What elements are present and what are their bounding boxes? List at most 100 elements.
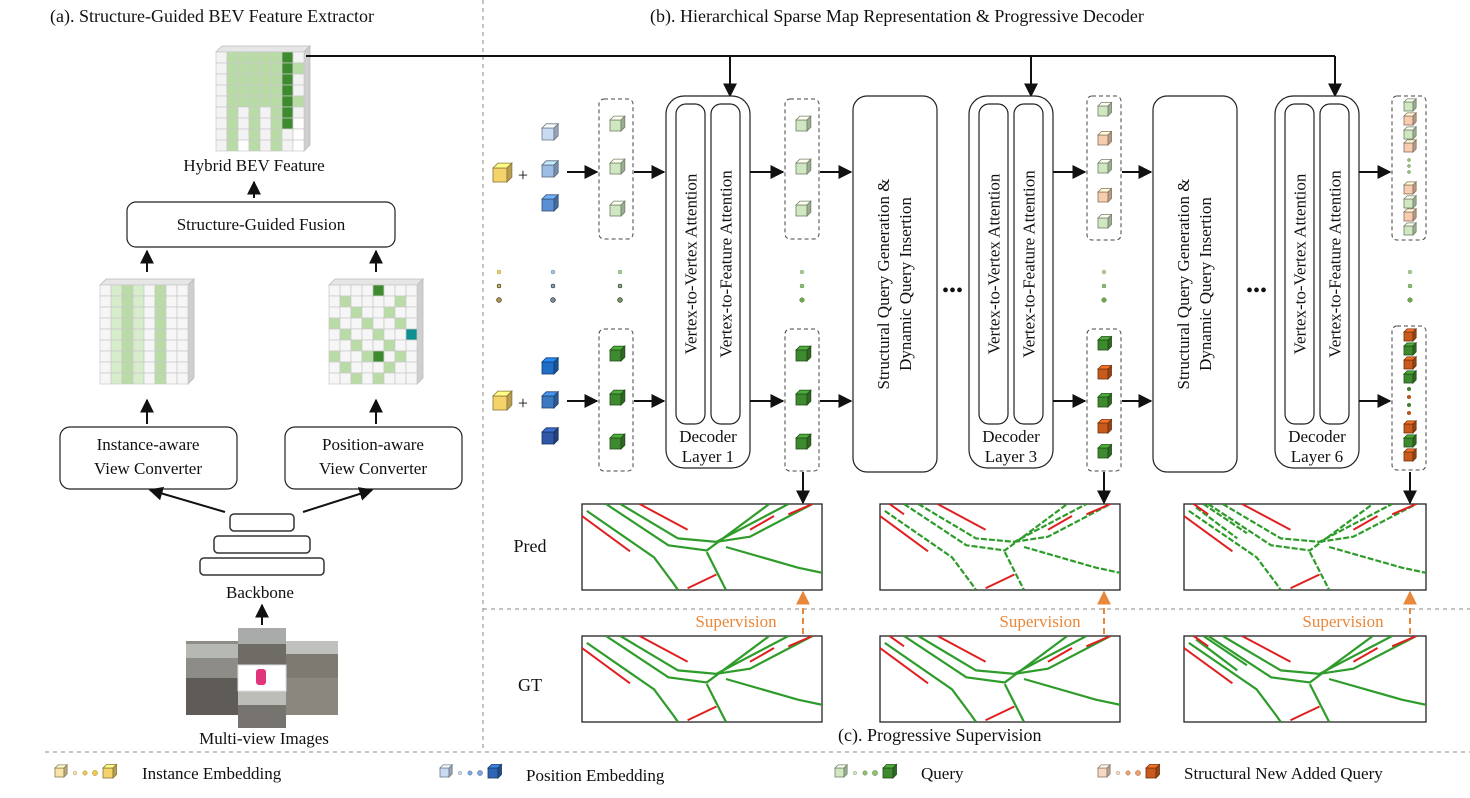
road-edge-green (716, 636, 813, 675)
grid-top-face (99, 278, 195, 286)
road-edge-green (586, 509, 679, 590)
grid-cell (383, 295, 396, 308)
grid-cell (154, 339, 167, 352)
grid-cell (215, 128, 228, 141)
cube (795, 345, 812, 362)
decoder-layer-number: Layer 6 (1291, 447, 1343, 466)
section-a-title: (a). Structure-Guided BEV Feature Extrac… (50, 6, 374, 27)
grid-cell (110, 350, 123, 363)
grid-cell (361, 339, 374, 352)
map-panel (581, 503, 823, 591)
grid-cell (110, 284, 123, 297)
road-edge-green (884, 641, 977, 722)
backbone-stack (199, 513, 325, 576)
cube (609, 200, 626, 217)
road-edge-green (1319, 636, 1417, 675)
grid-cell (270, 117, 283, 130)
grid-cell (165, 328, 178, 341)
grid-cell (226, 62, 239, 75)
section-b-title: (b). Hierarchical Sparse Map Representat… (650, 6, 1144, 27)
grid-cell (226, 84, 239, 97)
dot (617, 297, 623, 303)
cube (1097, 418, 1113, 434)
grid-cell (215, 51, 228, 64)
grid-cell (281, 51, 294, 64)
grid-cell (143, 350, 156, 363)
dot (1101, 297, 1107, 303)
plus-sign: + (518, 165, 528, 185)
grid-cell (165, 350, 178, 363)
grid-cell (270, 95, 283, 108)
dot (496, 297, 502, 303)
structural-query-label-1: Structural Query Generation & (1174, 178, 1193, 389)
road-edge-green (1319, 504, 1417, 543)
v2f-attention-box (710, 103, 741, 425)
grid-cell (372, 350, 385, 363)
grid-cell (176, 372, 189, 385)
structural-query-label-2: Dynamic Query Insertion (896, 197, 915, 371)
grid-cell (237, 128, 250, 141)
cube (1097, 364, 1113, 380)
grid-cell (259, 117, 272, 130)
grid-cell (292, 106, 305, 119)
grid-cell (339, 295, 352, 308)
dot (1406, 410, 1412, 416)
ellipsis: ••• (1246, 280, 1267, 302)
instance-converter-line1: Instance-aware (97, 435, 200, 454)
dot (1407, 164, 1411, 168)
lane-divider-red (1086, 636, 1111, 648)
v2f-attention-box (1013, 103, 1044, 425)
grid-cell (405, 306, 418, 319)
road-edge-green (917, 636, 1087, 675)
grid-cell (132, 306, 145, 319)
dot (550, 269, 556, 275)
cube (1097, 158, 1113, 174)
grid-cell (394, 328, 407, 341)
grid-cell (215, 117, 228, 130)
road-edge-green (1023, 677, 1120, 706)
grid-cell (394, 317, 407, 330)
grid-cell (248, 62, 261, 75)
grid-cell (361, 372, 374, 385)
map-panel (581, 635, 823, 723)
grid-cell (110, 361, 123, 374)
dot (799, 283, 805, 289)
cube (1097, 443, 1113, 459)
grid-cell (154, 284, 167, 297)
grid-cell (143, 339, 156, 352)
road-edge-green (917, 504, 1087, 543)
dot (457, 770, 463, 776)
grid-cell (165, 317, 178, 330)
cube (1097, 101, 1113, 117)
grid-cell (350, 317, 363, 330)
grid-cell (248, 139, 261, 152)
grid-cell (292, 84, 305, 97)
road-edge-green (1003, 551, 1025, 590)
grid-cell (165, 372, 178, 385)
cube (1403, 341, 1418, 356)
grid-cell (248, 73, 261, 86)
lane-divider-red (1290, 705, 1320, 722)
grid-side-face (303, 45, 311, 152)
grid-cell (361, 350, 374, 363)
grid-cell (361, 317, 374, 330)
dot (1407, 283, 1413, 289)
v2v-attention-label: Vertex-to-Vertex Attention (1291, 173, 1310, 354)
grid-cell (215, 73, 228, 86)
grid-cell (237, 139, 250, 152)
grid-cell (339, 317, 352, 330)
grid-cell (383, 328, 396, 341)
grid-cell (259, 62, 272, 75)
road-edge-green (1014, 504, 1111, 543)
query-group (784, 328, 820, 472)
dot (1406, 386, 1412, 392)
v2f-attention-box (1319, 103, 1350, 425)
road-edge-green (619, 636, 789, 675)
lane-divider-red (1047, 647, 1073, 663)
dot (1406, 394, 1412, 400)
cube (834, 763, 849, 778)
grid-cell (383, 317, 396, 330)
grid-cell (270, 51, 283, 64)
grid-cell (394, 295, 407, 308)
